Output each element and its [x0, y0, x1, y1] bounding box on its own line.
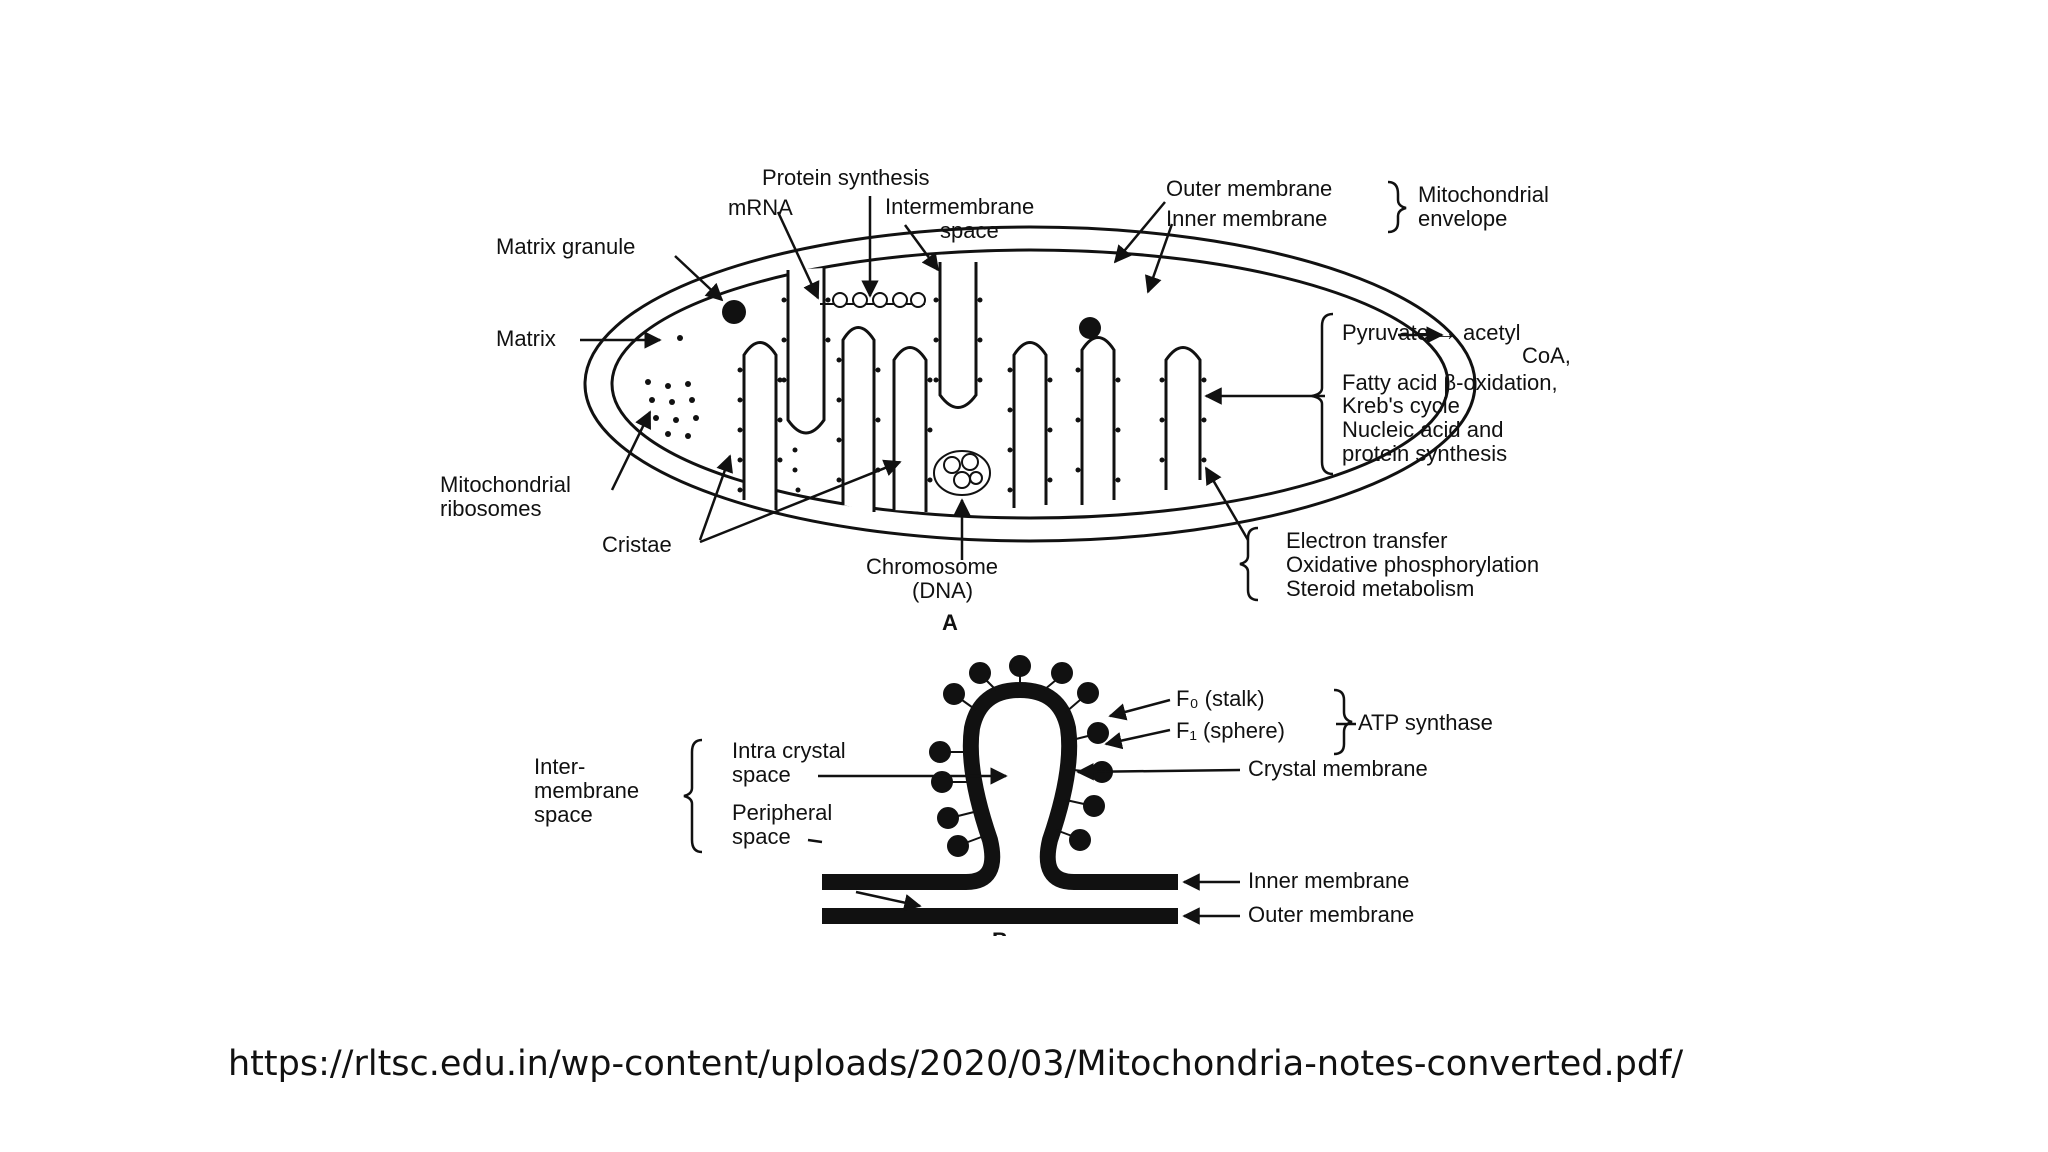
crista-particles [737, 297, 1207, 493]
diagram-a-braces [1239, 180, 1407, 602]
label-mitochondrial-envelope-1: Mitochondrial [1418, 182, 1549, 207]
inner-membrane-shape [610, 248, 1450, 520]
matrix-granule-shape-2 [1079, 317, 1101, 339]
diagram-a: Protein synthesis mRNA Intermembrane spa… [440, 165, 1571, 635]
outer-membrane-shape [583, 225, 1477, 543]
label-matrix: Matrix [496, 326, 556, 351]
label-f1-sphere: F₁ (sphere) [1176, 718, 1285, 743]
outer-membrane-bar [822, 908, 1178, 924]
crop-mask [960, 936, 1040, 976]
label-crystal-membrane: Crystal membrane [1248, 756, 1428, 781]
label-intermembrane-3: space [534, 802, 593, 827]
cristae-top [786, 262, 978, 435]
matrix-ribosomes [645, 335, 801, 493]
label-outer-membrane: Outer membrane [1166, 176, 1332, 201]
label-peripheral-1: Peripheral [732, 800, 832, 825]
label-mrna: mRNA [728, 195, 793, 220]
label-protein-synthesis: Protein synthesis [762, 165, 930, 190]
label-mitochondrial-ribosomes-2: ribosomes [440, 496, 541, 521]
diagram-b-arrows [807, 698, 1356, 925]
label-chromosome-2: (DNA) [912, 578, 973, 603]
membrane-function-3: Steroid metabolism [1286, 576, 1474, 601]
label-matrix-granule: Matrix granule [496, 234, 635, 259]
label-intra-crystal-2: space [732, 762, 791, 787]
label-atp-synthase: ATP synthase [1358, 710, 1493, 735]
matrix-function-1: Pyruvate → acetyl [1342, 320, 1521, 345]
inner-membrane-crista-shape [822, 682, 1178, 890]
diagram-b-braces [683, 688, 1353, 854]
matrix-function-4: Kreb's cycle [1342, 393, 1460, 418]
label-inner-membrane-b: Inner membrane [1248, 868, 1409, 893]
label-cristae: Cristae [602, 532, 672, 557]
label-intermembrane-1: Inter- [534, 754, 585, 779]
cristae-bottom [742, 326, 1202, 512]
caption-a: A [942, 610, 958, 635]
diagram-a-arrows [580, 196, 1444, 560]
label-intermembrane-space-1: Intermembrane [885, 194, 1034, 219]
matrix-function-2: CoA, [1522, 343, 1571, 368]
membrane-function-2: Oxidative phosphorylation [1286, 552, 1539, 577]
label-outer-membrane-b: Outer membrane [1248, 902, 1414, 927]
label-intermembrane-space-2: space [940, 218, 999, 243]
matrix-function-3: Fatty acid β-oxidation, [1342, 370, 1558, 395]
label-mitochondrial-ribosomes-1: Mitochondrial [440, 472, 571, 497]
source-url-text: https://rltsc.edu.in/wp-content/uploads/… [228, 1044, 1684, 1084]
label-fo-stalk: F₀ (stalk) [1176, 686, 1265, 711]
chromosome-dna-shape [933, 450, 991, 496]
label-chromosome-1: Chromosome [866, 554, 998, 579]
membrane-function-1: Electron transfer [1286, 528, 1447, 553]
mrna-strand [820, 292, 926, 308]
label-mitochondrial-envelope-2: envelope [1418, 206, 1507, 231]
label-intra-crystal-1: Intra crystal [732, 738, 846, 763]
diagram-b: F₀ (stalk) F₁ (sphere) ATP synthase Crys… [534, 655, 1493, 976]
label-peripheral-2: space [732, 824, 791, 849]
label-intermembrane-2: membrane [534, 778, 639, 803]
label-inner-membrane: Inner membrane [1166, 206, 1327, 231]
matrix-granule-shape [722, 300, 746, 324]
matrix-function-5: Nucleic acid and [1342, 417, 1503, 442]
matrix-function-6: protein synthesis [1342, 441, 1507, 466]
